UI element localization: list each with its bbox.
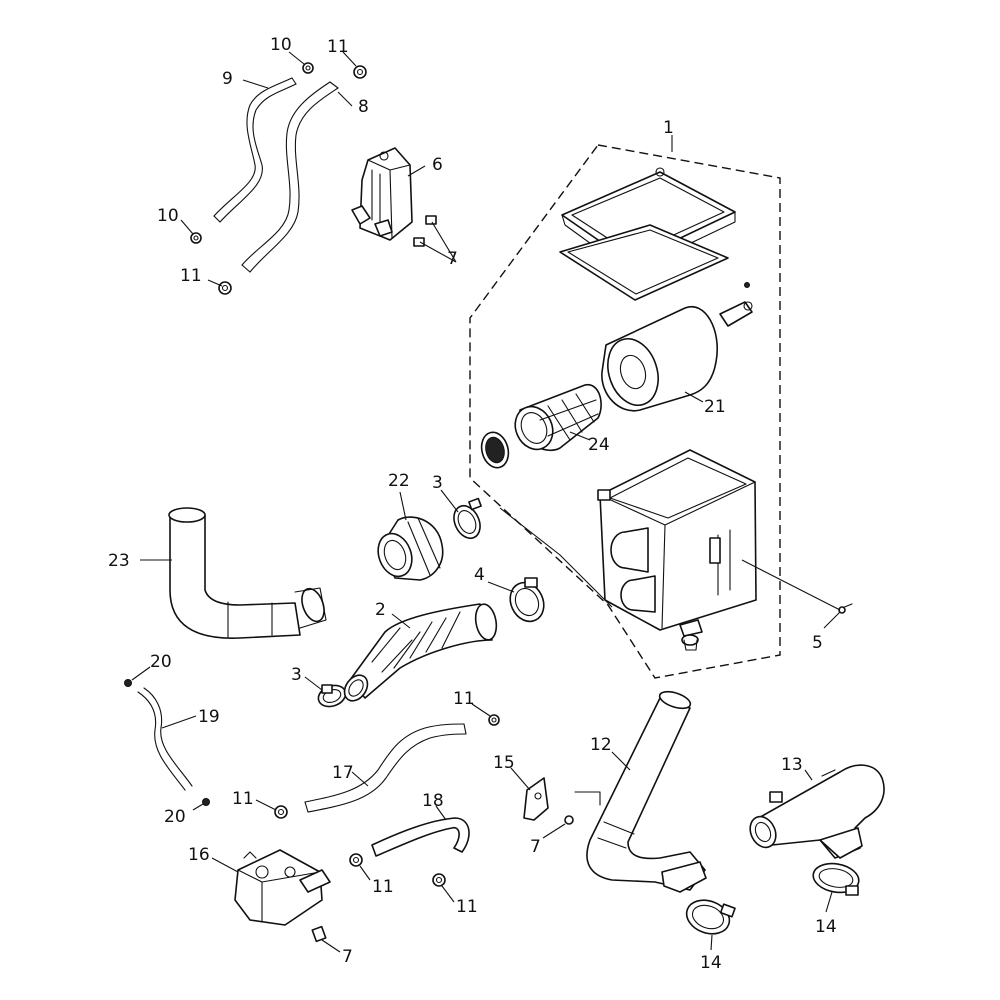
- callout-24: 24: [588, 435, 610, 455]
- callout-2: 2: [375, 600, 386, 620]
- part-19-small-hose: [137, 687, 193, 791]
- callout-21: 21: [704, 397, 726, 417]
- callout-15: 15: [493, 753, 515, 773]
- callout-16: 16: [188, 845, 210, 865]
- fitting-11-left: [218, 281, 232, 295]
- callout-3-lower: 3: [291, 665, 302, 685]
- callout-11-hose18-left: 11: [372, 877, 394, 897]
- part-22-intake-coupler: [377, 516, 444, 581]
- part-8-hose: [241, 81, 339, 273]
- fitting-11-hose17-right: [488, 714, 500, 726]
- callout-12: 12: [590, 735, 612, 755]
- assembly-1-dashed-outline: [469, 144, 781, 679]
- fitting-11-top: [353, 65, 367, 79]
- callout-6: 6: [432, 155, 443, 175]
- fitting-11-hose17-left: [274, 805, 288, 819]
- part-6-valve-block: [351, 147, 413, 241]
- callout-22: 22: [388, 471, 410, 491]
- fitting-10-top: [302, 62, 314, 74]
- callout-7-top: 7: [447, 249, 458, 269]
- callout-1: 1: [663, 118, 674, 138]
- callout-7-housing: 7: [342, 947, 353, 967]
- screw-7-housing: [311, 925, 327, 943]
- callout-17: 17: [332, 763, 354, 783]
- part-12-intake-pipe: [574, 690, 707, 893]
- airbox-drain-plug: [679, 619, 703, 651]
- part-21-filter-element: [601, 305, 718, 412]
- screw-5: [838, 603, 853, 614]
- callout-8: 8: [358, 97, 369, 117]
- clamp-14-left: [685, 899, 736, 935]
- callout-10-left: 10: [157, 206, 179, 226]
- callout-18: 18: [422, 791, 444, 811]
- callout-23: 23: [108, 551, 130, 571]
- fitting-20-upper: [124, 679, 132, 687]
- callout-10-top: 10: [270, 35, 292, 55]
- part-16-valve-housing: [234, 849, 331, 926]
- fitting-10-left: [190, 232, 202, 244]
- callouts: 1 2 3 3 4 5 6 7 7 7 8 9 10 10 11 11 11 1…: [108, 35, 837, 973]
- callout-11-hose17-right: 11: [453, 689, 475, 709]
- callout-14-right: 14: [815, 917, 837, 937]
- drain-fitting: [719, 282, 753, 327]
- part-18-hose: [371, 817, 470, 857]
- fitting-11-hose18-right: [432, 873, 446, 887]
- callout-3-upper: 3: [432, 473, 443, 493]
- part-23-elbow-tube: [168, 507, 327, 639]
- screw-7-top: [413, 215, 437, 247]
- clamp-4: [509, 577, 545, 623]
- part-17-hose: [304, 723, 467, 813]
- callout-11-hose17-left: 11: [232, 789, 254, 809]
- clamp-14-right: [812, 862, 860, 896]
- lid-gasket: [559, 224, 729, 301]
- clamp-3-lower: [317, 684, 347, 708]
- callout-13: 13: [781, 755, 803, 775]
- leader-lines: [131, 51, 841, 953]
- callout-19: 19: [198, 707, 220, 727]
- callout-20-upper: 20: [150, 652, 172, 672]
- part-15-bracket: [523, 777, 549, 821]
- part-2-intake-duct: [343, 603, 498, 702]
- part-9-hose: [213, 77, 297, 223]
- fitting-20-lower: [202, 798, 210, 806]
- callout-11-top: 11: [327, 37, 349, 57]
- screw-7-bracket: [564, 815, 574, 825]
- callout-7-bracket: 7: [530, 837, 541, 857]
- part-24-filter-cage: [514, 384, 602, 452]
- clamp-3-upper: [453, 497, 482, 540]
- callout-20-lower: 20: [164, 807, 186, 827]
- part-13-outlet-pipe: [749, 764, 885, 859]
- fitting-11-hose18-left: [349, 853, 363, 867]
- callout-11-hose18-right: 11: [456, 897, 478, 917]
- airbox-body: [597, 449, 757, 631]
- callout-4: 4: [474, 565, 485, 585]
- callout-11-left: 11: [180, 266, 202, 286]
- callout-9: 9: [222, 69, 233, 89]
- callout-14-left: 14: [700, 953, 722, 973]
- intake-screen: [480, 431, 510, 469]
- callout-5: 5: [812, 633, 823, 653]
